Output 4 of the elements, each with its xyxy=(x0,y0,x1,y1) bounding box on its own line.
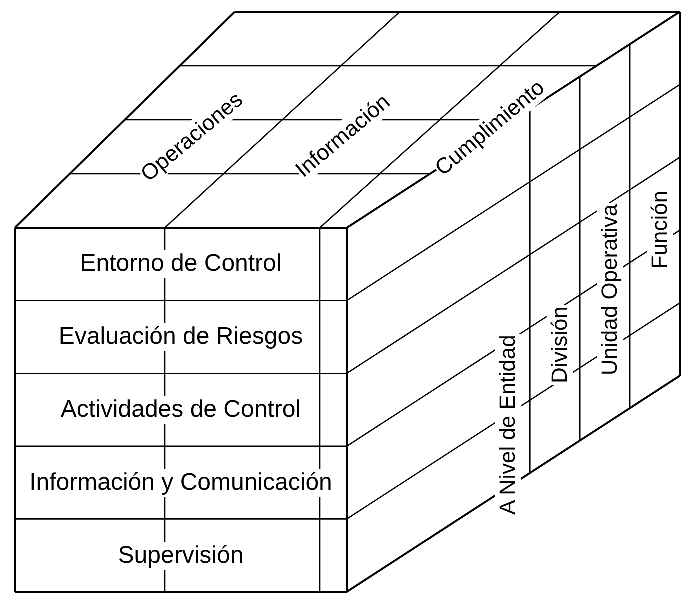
unit-label: Función xyxy=(644,150,676,310)
unit-label: División xyxy=(544,245,576,445)
unit-label: A Nivel de Entidad xyxy=(492,275,524,575)
component-label: Supervisión xyxy=(21,538,341,573)
